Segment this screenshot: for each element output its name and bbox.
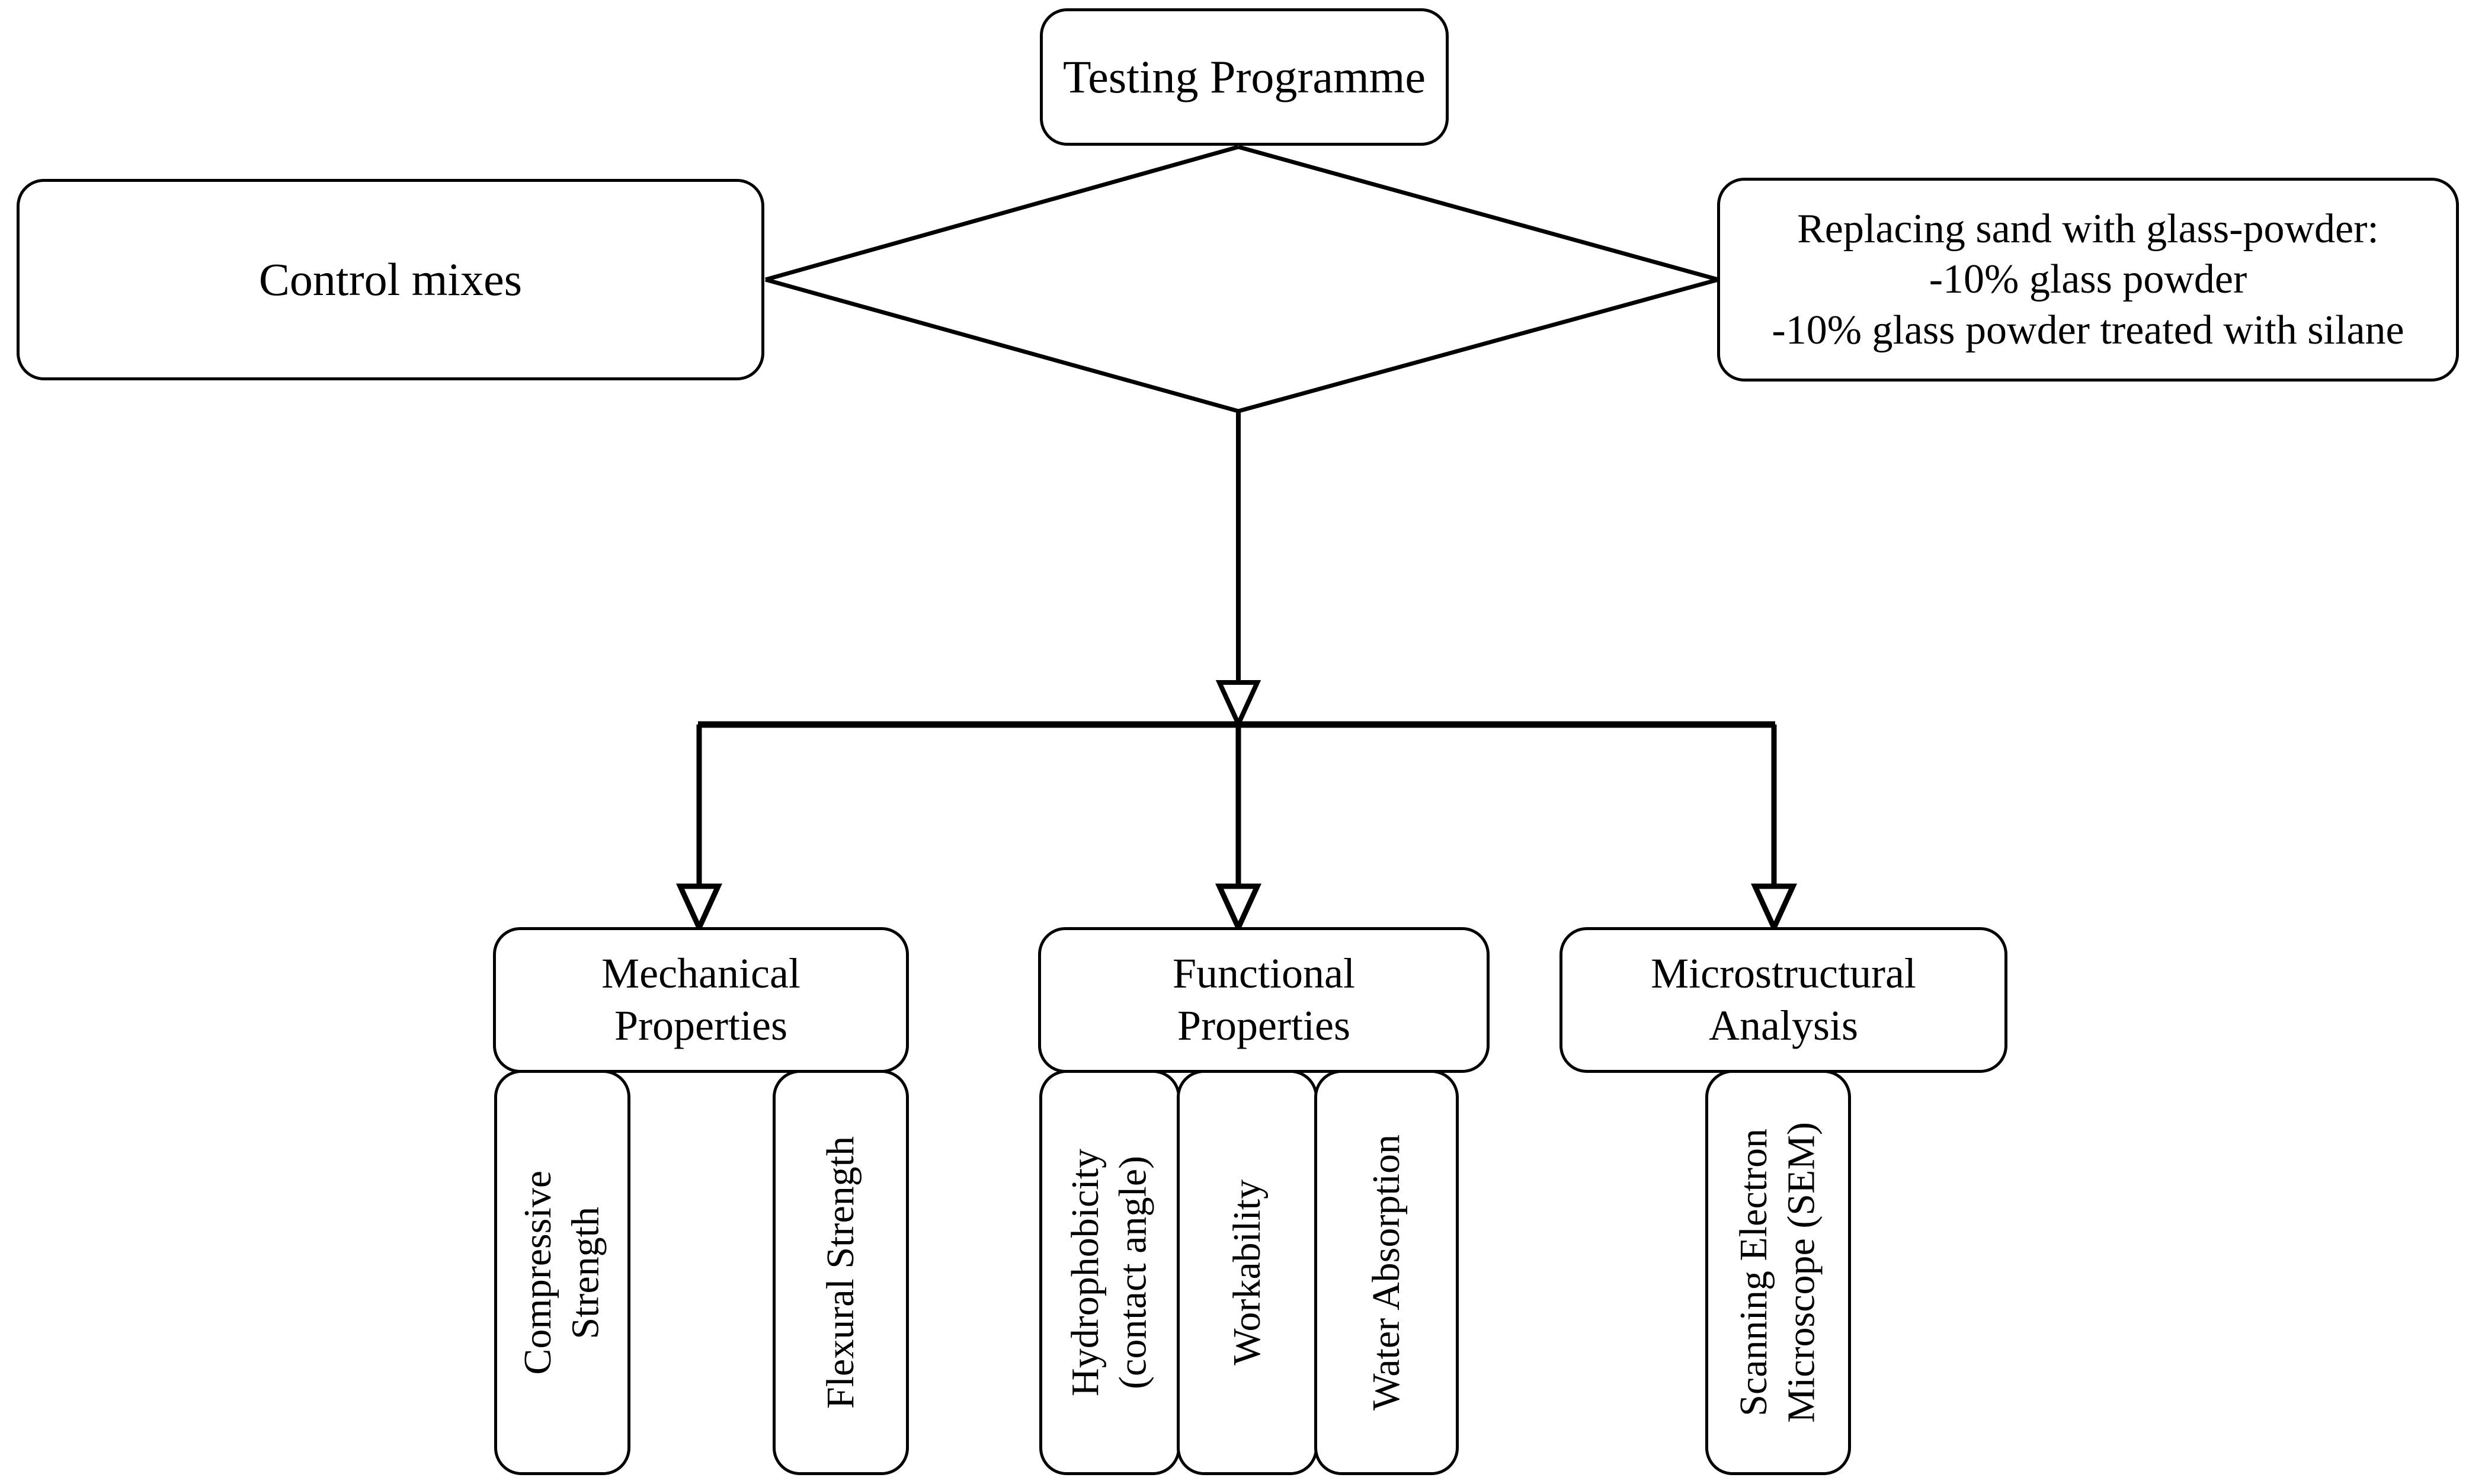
trunk-connector (1215, 411, 1261, 730)
node-glass-powder-replacement[interactable]: Replacing sand with glass-powder: -10% g… (1717, 178, 2459, 382)
diamond-edge-left-bottom (765, 277, 1239, 414)
drop-connector-microstructural (1750, 725, 1798, 934)
node-workability-label: Workability (1225, 1179, 1269, 1366)
node-scanning-electron-microscope-label: Scanning Electron Microscope (SEM) (1732, 1122, 1823, 1423)
arrowhead-mechanical (675, 883, 723, 934)
node-compressive-strength-label: Compressive Strength (516, 1170, 607, 1375)
node-compressive-strength[interactable]: Compressive Strength (494, 1070, 630, 1475)
arrowhead-microstructural (1750, 883, 1798, 934)
arrowhead-functional (1215, 883, 1262, 934)
node-testing-programme[interactable]: Testing Programme (1040, 8, 1449, 146)
node-control-mixes[interactable]: Control mixes (17, 179, 764, 380)
node-mechanical-properties[interactable]: Mechanical Properties (493, 927, 909, 1073)
diamond-edge-right-bottom (1238, 277, 1719, 414)
node-water-absorption-label: Water Absorption (1364, 1134, 1408, 1411)
node-microstructural-analysis[interactable]: Microstructural Analysis (1559, 927, 2007, 1073)
node-flexural-strength-label: Flexural Strength (818, 1136, 862, 1409)
node-workability[interactable]: Workability (1177, 1070, 1318, 1475)
node-glass-powder-replacement-label: Replacing sand with glass-powder: -10% g… (1772, 206, 2404, 353)
node-control-mixes-label: Control mixes (258, 254, 523, 306)
node-flexural-strength[interactable]: Flexural Strength (773, 1070, 909, 1475)
diamond-edge-top-left (765, 145, 1239, 282)
node-hydrophobicity[interactable]: Hydrophobicity (contact angle) (1039, 1070, 1180, 1475)
diamond-connector (765, 145, 1719, 414)
node-functional-properties[interactable]: Functional Properties (1038, 927, 1490, 1073)
node-functional-properties-label: Functional Properties (1173, 950, 1355, 1049)
node-water-absorption[interactable]: Water Absorption (1314, 1070, 1459, 1475)
node-mechanical-properties-label: Mechanical Properties (601, 950, 800, 1049)
node-hydrophobicity-label: Hydrophobicity (contact angle) (1064, 1149, 1155, 1396)
drop-connector-functional (1215, 725, 1262, 934)
drop-connector-mechanical (675, 725, 723, 934)
node-testing-programme-label: Testing Programme (1063, 51, 1426, 103)
node-microstructural-analysis-label: Microstructural Analysis (1651, 950, 1916, 1049)
diamond-edge-top-right (1238, 145, 1719, 282)
arrowhead-trunk (1215, 680, 1261, 730)
node-scanning-electron-microscope[interactable]: Scanning Electron Microscope (SEM) (1705, 1070, 1851, 1475)
